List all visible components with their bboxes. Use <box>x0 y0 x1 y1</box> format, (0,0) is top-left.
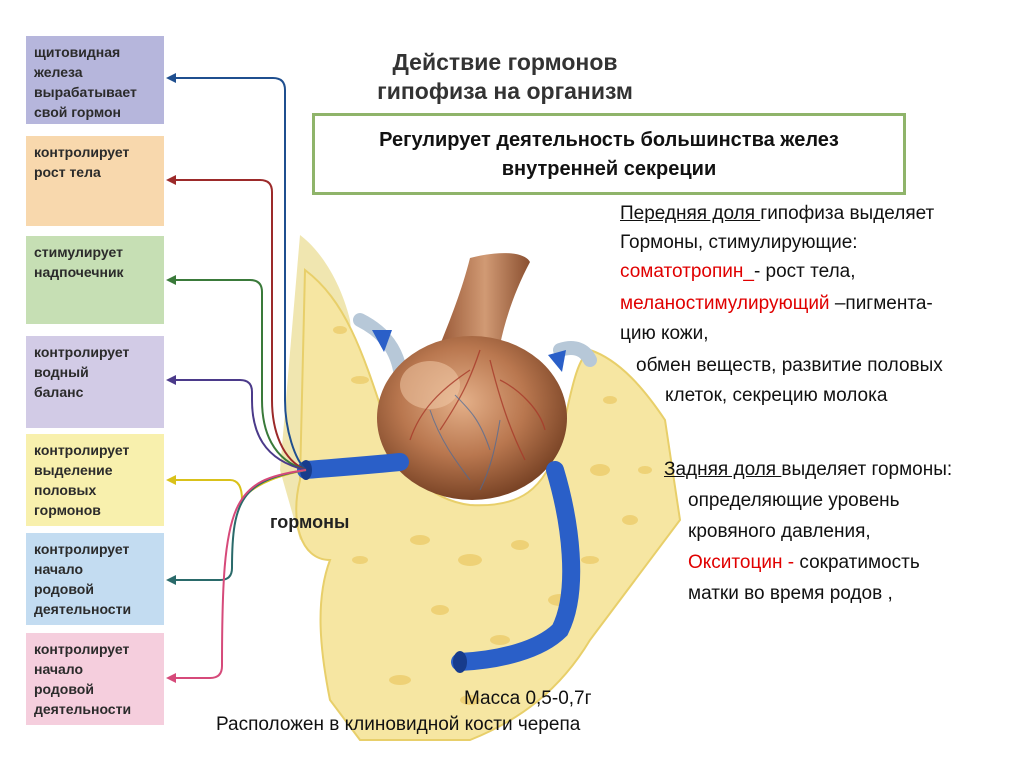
subtitle-box: Регулирует деятельность большинства желе… <box>312 113 906 195</box>
somatotropin-desc: - рост тела, <box>753 261 856 282</box>
anterior-line-7: клеток, секрецию молока <box>665 385 888 406</box>
oxytocin-term: Окситоцин - <box>688 552 795 573</box>
gland-vessels-blue <box>429 394 501 491</box>
anterior-heading: Передняя доля гипофиза выделяет <box>620 200 934 227</box>
hormone-arrow-6 <box>172 469 307 581</box>
right-sinus <box>548 350 566 372</box>
hormone-arrow-4 <box>172 379 307 471</box>
arrow-head-6 <box>166 575 176 585</box>
posterior-oxytocin-line: Окситоцин - сократимость <box>688 549 920 576</box>
gland-highlight <box>400 361 460 409</box>
arrow-head-4 <box>166 375 176 385</box>
subtitle-line-2: внутренней секреции <box>501 158 717 180</box>
hormone-arrow-2 <box>172 179 307 471</box>
hormone-arrow-7 <box>172 469 307 679</box>
arrow-head-3 <box>166 275 176 285</box>
anterior-heading-underlined: Передняя доля <box>620 203 761 224</box>
arrow-head-7 <box>166 673 176 683</box>
hormones-label: гормоны <box>270 512 350 532</box>
main-title: Действие гормонов гипофиза на организм <box>377 49 633 104</box>
effect-label-6: контролирует начало родовой деятельности <box>26 533 164 625</box>
hormone-arrows <box>166 73 307 683</box>
anterior-line-5: цию кожи, <box>620 323 709 344</box>
vessel-down-end <box>453 651 467 673</box>
hormone-arrow-3 <box>172 279 307 471</box>
posterior-heading: Задняя доля выделяет гормоны: <box>664 456 952 483</box>
mass-text: Масса 0,5-0,7г <box>464 688 592 709</box>
anterior-heading-rest: гипофиза выделяет <box>760 203 935 224</box>
gland-vessels <box>409 349 546 461</box>
effect-label-5: контролирует выделение половых гормонов <box>26 434 164 526</box>
hormone-arrow-1 <box>172 77 307 471</box>
anterior-somatotropin-line: соматотропин_- рост тела, <box>620 258 856 285</box>
effect-label-3: стимулирует надпочечник <box>26 236 164 324</box>
posterior-line-3: кровяного давления, <box>688 521 871 542</box>
melano-term: меланостимулирующий <box>620 293 830 314</box>
posterior-line-2: определяющие уровень <box>688 490 900 511</box>
effect-label-7: контролирует начало родовой деятельности <box>26 633 164 725</box>
arrow-head-5 <box>166 475 176 485</box>
vessel-down <box>451 461 581 671</box>
anterior-melano-line: меланостимулирующий –пигмента- <box>620 290 933 317</box>
somatotropin-term: соматотропин_ <box>620 261 754 282</box>
arrow-head-2 <box>166 175 176 185</box>
anterior-line-6: обмен веществ, развитие половых <box>636 355 943 376</box>
pituitary-stalk <box>440 253 530 345</box>
melano-desc: –пигмента- <box>829 293 933 314</box>
posterior-heading-rest: выделяет гормоны: <box>781 459 953 480</box>
subtitle-line-1: Регулирует деятельность большинства желе… <box>379 129 839 151</box>
location-text: Расположен в клиновидной кости черепа <box>216 714 581 735</box>
oxytocin-desc: сократимость <box>794 552 920 573</box>
posterior-line-5: матки во время родов , <box>688 583 893 604</box>
arrow-head-1 <box>166 73 176 83</box>
anterior-line-2: Гормоны, стимулирующие: <box>620 232 858 253</box>
posterior-heading-underlined: Задняя доля <box>664 459 782 480</box>
effect-label-4: контролирует водный баланс <box>26 336 164 428</box>
effect-label-2: контролирует рост тела <box>26 136 164 226</box>
effect-label-1: щитовидная железа вырабатывает свой горм… <box>26 36 164 124</box>
vessel-in <box>297 453 409 479</box>
left-sinus <box>372 330 392 352</box>
pituitary-gland <box>377 336 567 500</box>
